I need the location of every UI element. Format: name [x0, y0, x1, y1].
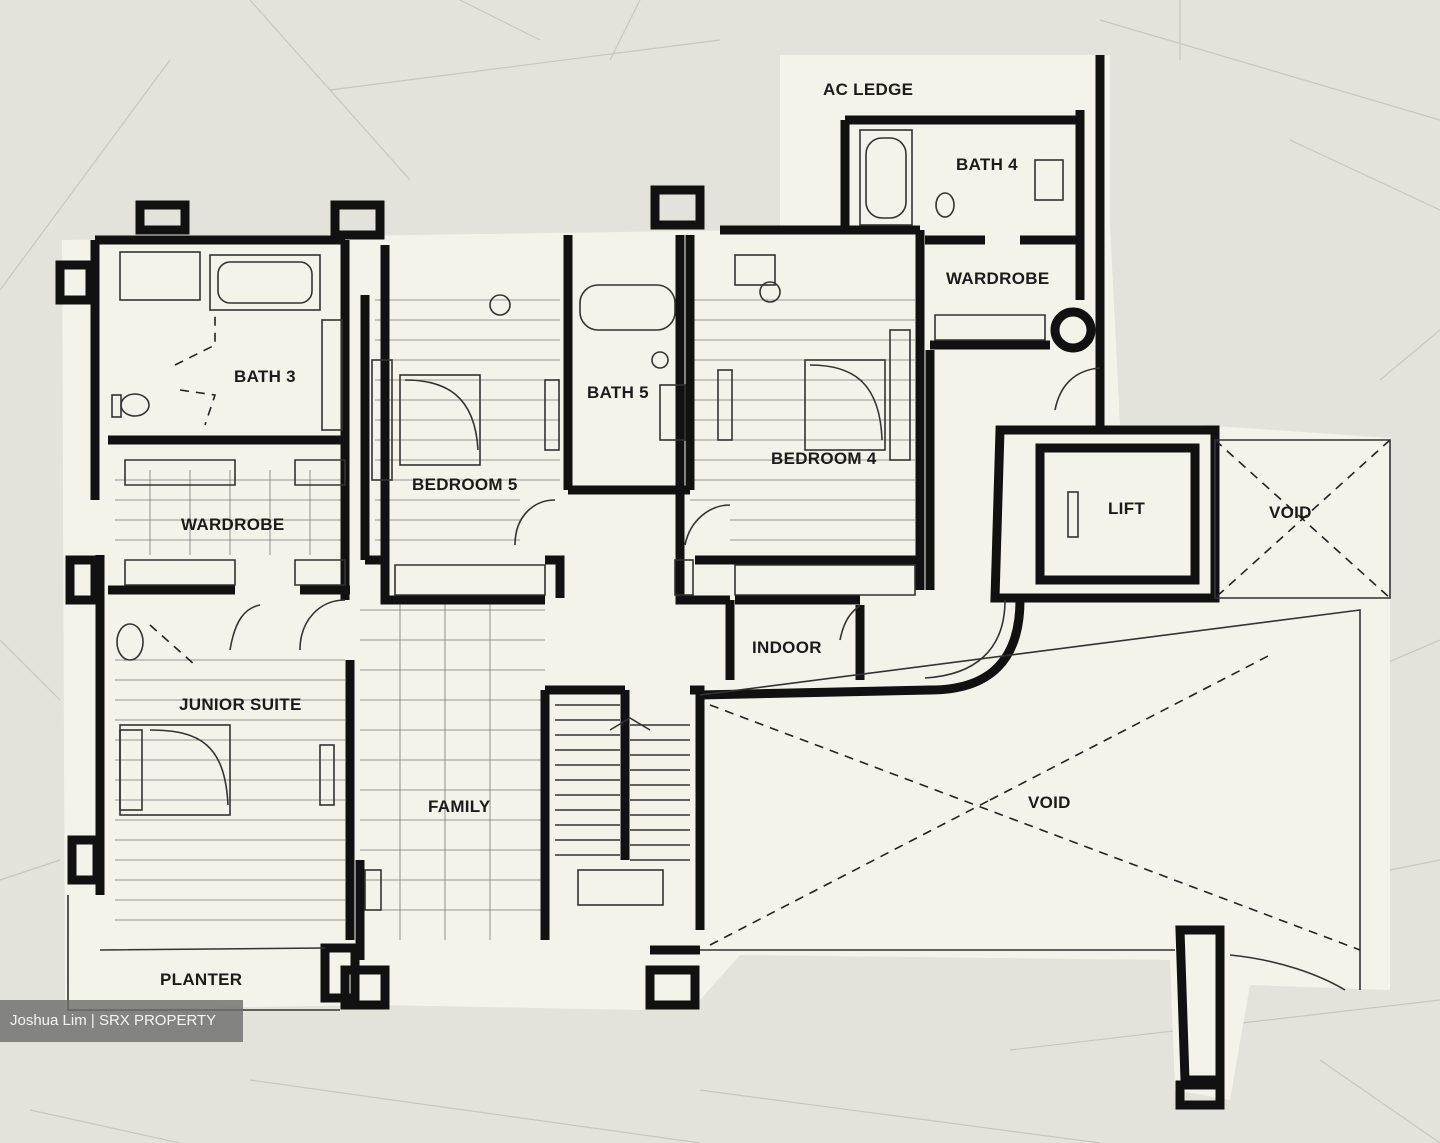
label-planter: PLANTER — [160, 970, 242, 989]
label-bath-3: BATH 3 — [234, 367, 296, 386]
label-void-right: VOID — [1269, 503, 1312, 522]
void-curved-edge — [699, 599, 1025, 700]
label-bath-5: BATH 5 — [587, 383, 649, 402]
label-family: FAMILY — [428, 797, 491, 816]
room-labels: AC LEDGE BATH 4 WARDROBE BATH 3 BATH 5 B… — [160, 80, 1312, 989]
column-ornaments — [55, 185, 1225, 1110]
label-lift: LIFT — [1108, 499, 1145, 518]
label-void-center: VOID — [1028, 793, 1071, 812]
label-indoor: INDOOR — [752, 638, 822, 657]
label-ac-ledge: AC LEDGE — [823, 80, 913, 99]
label-junior-suite: JUNIOR SUITE — [179, 695, 302, 714]
label-bedroom-4: BEDROOM 4 — [771, 449, 877, 468]
label-bath-4: BATH 4 — [956, 155, 1018, 174]
walls — [90, 55, 1225, 1085]
label-wardrobe-left: WARDROBE — [181, 515, 284, 534]
label-wardrobe-upper: WARDROBE — [946, 269, 1049, 288]
void-center-cross — [709, 654, 1361, 951]
label-bedroom-5: BEDROOM 5 — [412, 475, 518, 494]
watermark-badge: Joshua Lim | SRX PROPERTY — [0, 1000, 243, 1042]
void-center-outline — [699, 609, 1361, 990]
